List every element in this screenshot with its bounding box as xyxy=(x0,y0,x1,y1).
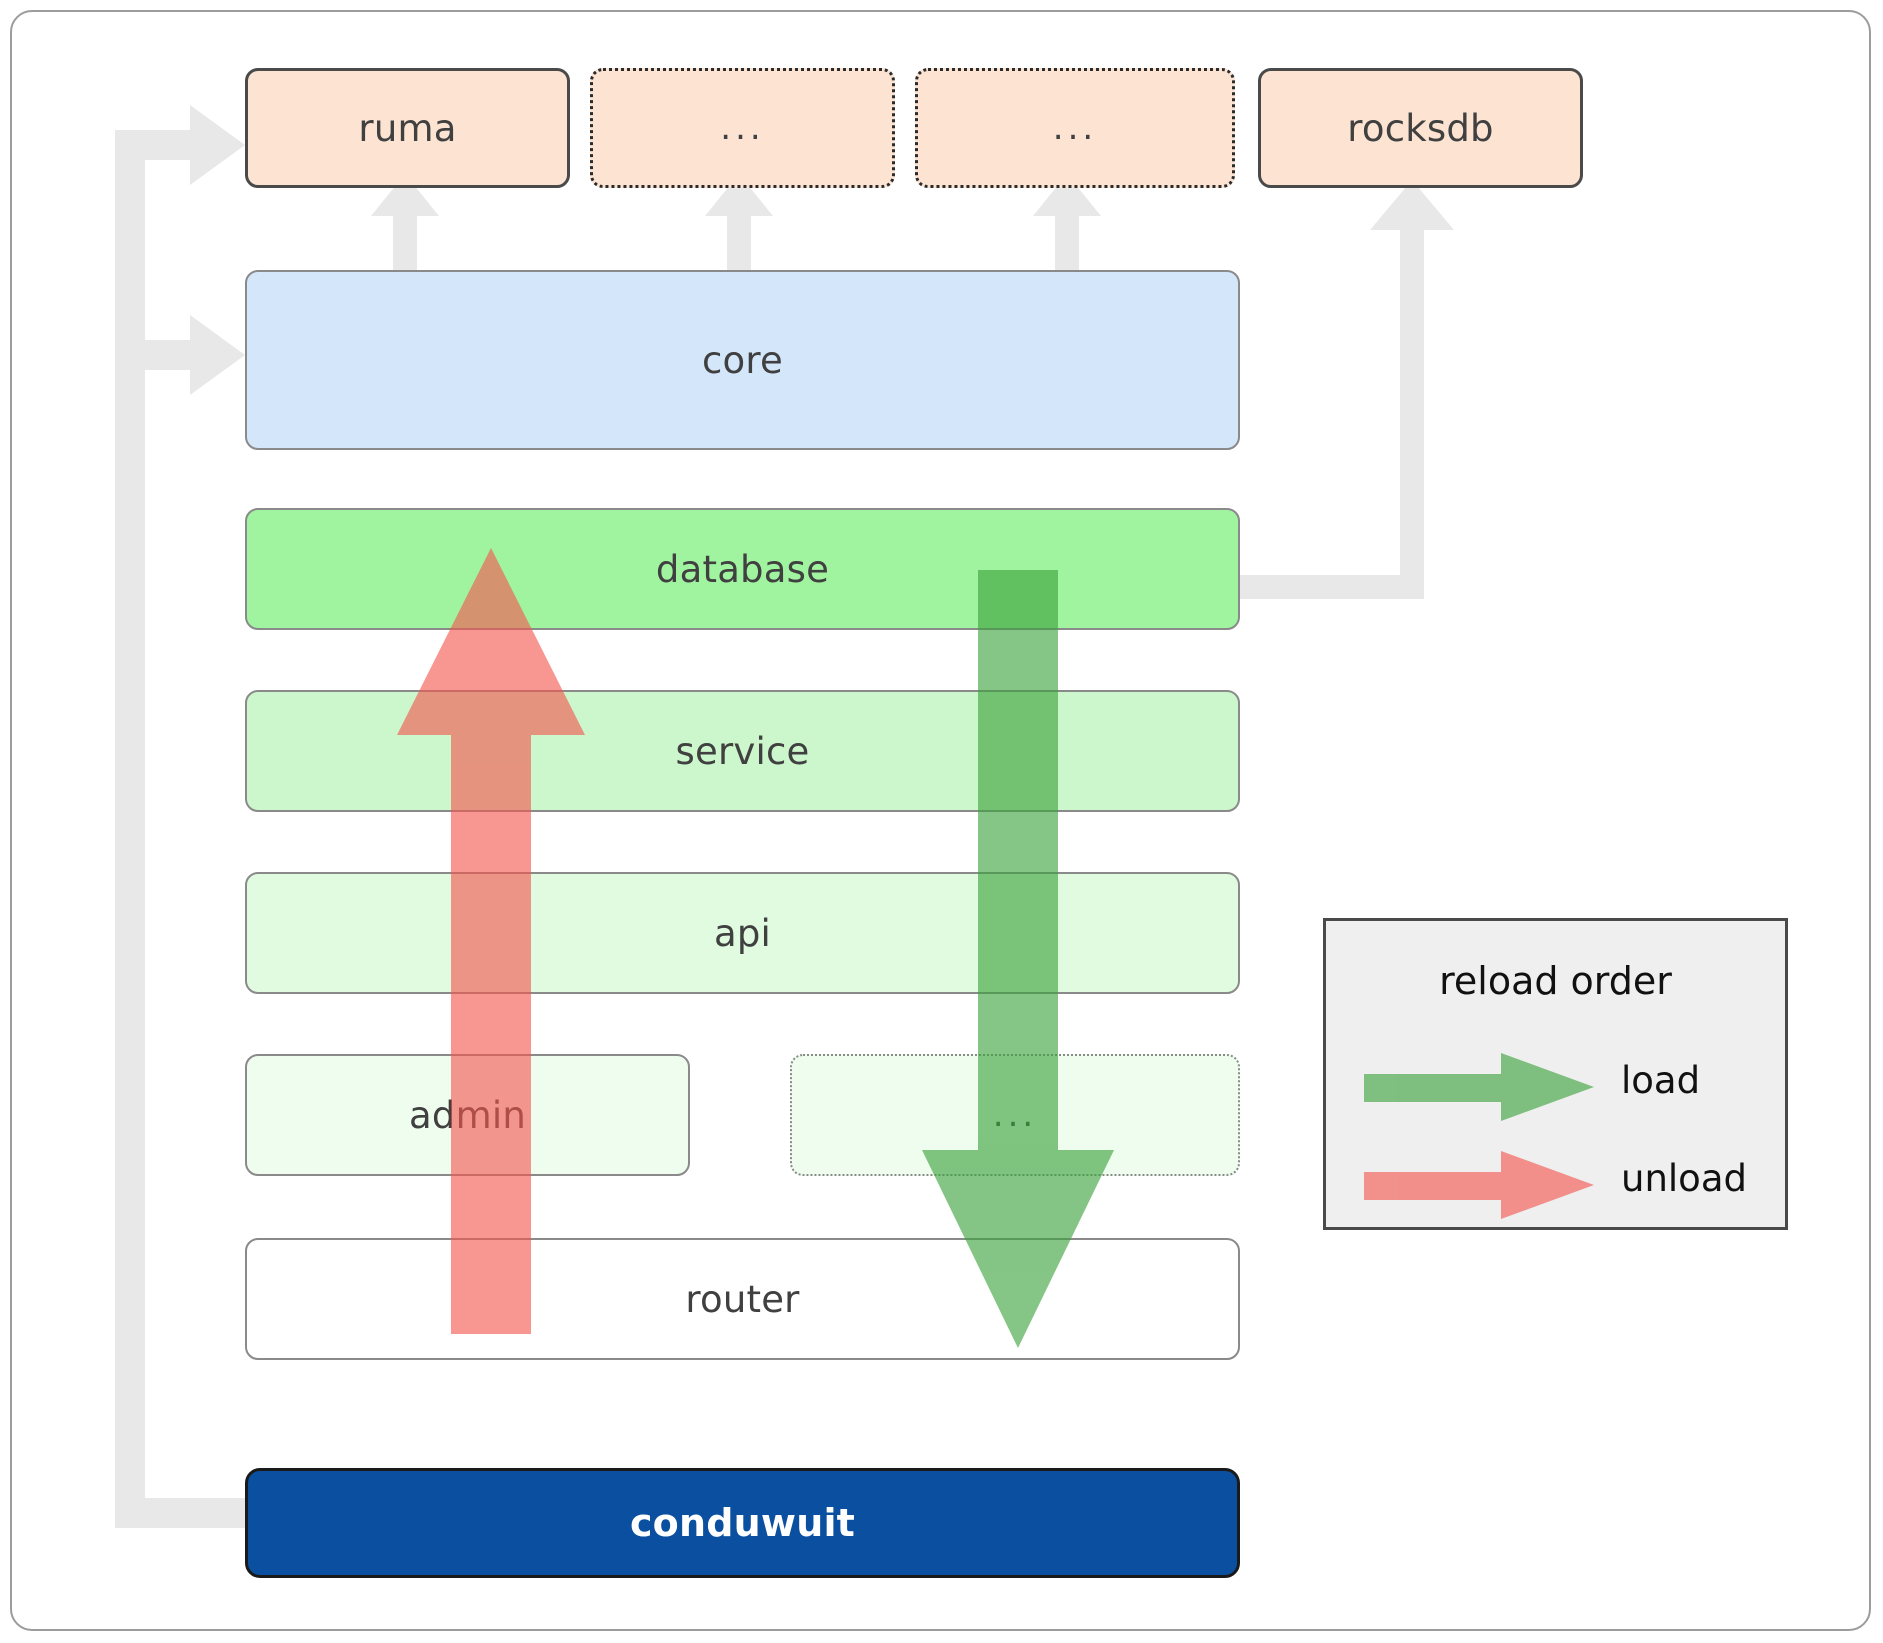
legend-title: reload order xyxy=(1439,959,1672,1003)
layer-label: ... xyxy=(992,1094,1038,1135)
layer-label: core xyxy=(702,338,783,382)
dependency-label: rocksdb xyxy=(1347,106,1494,150)
legend-item-unload: unload xyxy=(1326,1139,1785,1229)
root-label: conduwuit xyxy=(629,1501,856,1545)
legend-unload-label: unload xyxy=(1621,1157,1747,1200)
legend-panel: reload order load unload xyxy=(1323,918,1788,1230)
layer-box-database[interactable]: database xyxy=(245,508,1240,630)
dependency-box-ellipsis-2[interactable]: ... xyxy=(915,68,1235,188)
diagram-frame xyxy=(10,10,1871,1631)
layer-box-service[interactable]: service xyxy=(245,690,1240,812)
layer-box-api[interactable]: api xyxy=(245,872,1240,994)
dependency-box-rocksdb[interactable]: rocksdb xyxy=(1258,68,1583,188)
layer-label: admin xyxy=(409,1093,526,1137)
dependency-label: ... xyxy=(1052,107,1098,148)
layer-box-admin[interactable]: admin xyxy=(245,1054,690,1176)
dependency-label: ruma xyxy=(358,106,457,150)
layer-box-ellipsis[interactable]: ... xyxy=(790,1054,1240,1176)
legend-item-load: load xyxy=(1326,1041,1785,1131)
layer-box-router[interactable]: router xyxy=(245,1238,1240,1360)
legend-unload-arrow-icon xyxy=(1364,1151,1594,1219)
dependency-box-ellipsis-1[interactable]: ... xyxy=(590,68,895,188)
layer-box-core[interactable]: core xyxy=(245,270,1240,450)
dependency-box-ruma[interactable]: ruma xyxy=(245,68,570,188)
root-box-conduwuit[interactable]: conduwuit xyxy=(245,1468,1240,1578)
layer-label: database xyxy=(655,547,830,591)
layer-label: router xyxy=(685,1277,800,1321)
legend-load-arrow-icon xyxy=(1364,1053,1594,1121)
layer-label: service xyxy=(675,729,810,773)
dependency-label: ... xyxy=(720,107,765,148)
layer-label: api xyxy=(713,911,772,955)
legend-load-label: load xyxy=(1621,1059,1701,1102)
